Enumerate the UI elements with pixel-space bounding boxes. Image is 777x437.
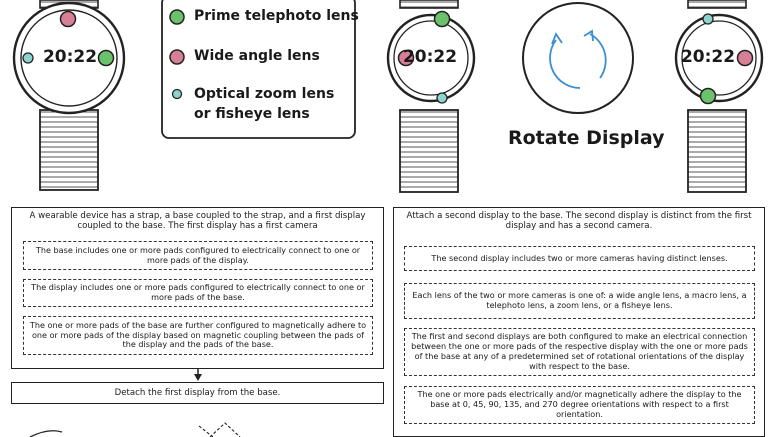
middle-wide-lens-icon [397,49,415,67]
flow-right-sub2: Each lens of the two or more cameras is … [404,283,755,319]
middle-tele-lens-icon [433,10,451,28]
rotate-arrows-icon [522,2,634,114]
flow-left-sub3: The one or more pads of the base are fur… [23,316,373,355]
flow-right-sub4-text: The one or more pads electrically and/or… [417,389,742,419]
middle-watch [386,0,476,193]
right-zoom-lens-icon [702,13,714,25]
middle-zoom-lens-icon [436,92,448,104]
left-watch-face [12,1,126,115]
legend-teal-dot-icon [171,88,183,100]
legend-item-wide: Wide angle lens [194,48,320,64]
left-wide-lens-icon [59,10,77,28]
flow-left-sub2-text: The display includes one or more pads co… [31,282,365,302]
legend-green-dot-icon [169,9,185,25]
flow-left-step2: Detach the first display from the base. [11,382,384,404]
flow-left-step2-text: Detach the first display from the base. [114,388,281,398]
flow-left-main-text: A wearable device has a strap, a base co… [29,211,366,232]
flow-right-sub4: The one or more pads electrically and/or… [404,386,755,424]
flow-left-sub3-text: The one or more pads of the base are fur… [29,319,367,350]
flow-right-sub1-text: The second display includes two or more … [431,252,728,263]
legend-item-zoom-line2: or fisheye lens [194,106,310,122]
right-watch [674,0,764,193]
left-tele-lens-icon [97,49,115,67]
flow-right-sub1: The second display includes two or more … [404,246,755,271]
middle-watch-time: 20:22 [402,47,458,67]
legend-box [161,0,356,139]
left-zoom-lens-icon [22,52,34,64]
middle-watch-face [386,13,476,103]
flow-arrow-icon [194,374,202,381]
legend-pink-dot-icon [169,49,185,65]
flow-right-main-text: Attach a second display to the base. The… [406,211,752,232]
flow-right-sub2-text: Each lens of the two or more cameras is … [412,290,747,310]
legend-item-tele: Prime telephoto lens [194,8,359,24]
left-watch-time: 20:22 [42,47,98,67]
left-watch [12,0,126,191]
flow-right-sub3-text: The first and second displays are both c… [411,331,748,371]
flow-left-sub1-text: The base includes one or more pads confi… [35,244,361,265]
legend-item-zoom-line1: Optical zoom lens [194,86,335,102]
left-strap-bottom [39,109,99,191]
rotate-display-label: Rotate Display [508,127,665,149]
right-wide-lens-icon [736,49,754,67]
flow-right-sub3: The first and second displays are both c… [404,328,755,376]
flow-left-sub1: The base includes one or more pads confi… [23,241,373,270]
right-watch-face [674,13,764,103]
flow-left-sub2: The display includes one or more pads co… [23,279,373,307]
right-watch-time: 20:22 [680,47,736,67]
right-tele-lens-icon [699,87,717,105]
